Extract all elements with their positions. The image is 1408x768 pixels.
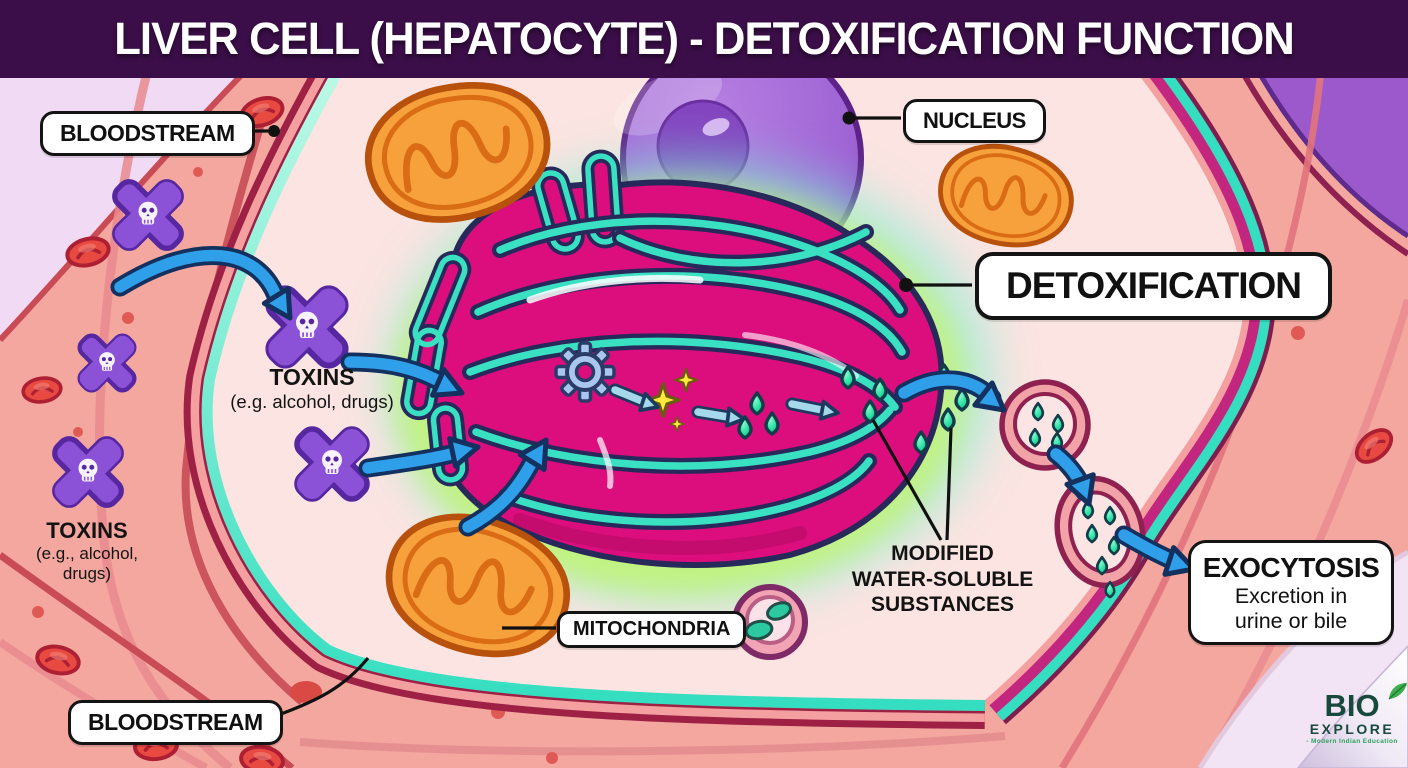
label-bloodstream-top: BLOODSTREAM — [40, 111, 255, 156]
label-mitochondria: MITOCHONDRIA — [557, 611, 747, 648]
logo-wordmark: BIO — [1324, 683, 1407, 721]
logo-subtitle: EXPLORE — [1309, 721, 1395, 737]
label-bloodstream-bottom: BLOODSTREAM — [68, 700, 283, 745]
flow-arrows — [110, 246, 1198, 582]
brand-logo: BIO EXPLORE - Modern Indian Education — [1298, 683, 1407, 746]
exocytosis-title: EXOCYTOSIS — [1202, 552, 1380, 583]
gear-icon — [554, 341, 616, 403]
label-toxins-cell: TOXINS (e.g. alcohol, drugs) — [230, 364, 394, 413]
background-top-right — [1233, 58, 1408, 257]
process-arrows — [608, 383, 842, 430]
label-modified-substances: MODIFIED WATER-SOLUBLE SUBSTANCES — [851, 542, 1034, 617]
sparkle-icon — [645, 367, 699, 432]
logo-tagline: - Modern Indian Education — [1306, 738, 1398, 746]
label-pointers — [239, 111, 972, 722]
title-bar: LIVER CELL (HEPATOCYTE) - DETOXIFICATION… — [0, 0, 1408, 78]
er-cisternae — [462, 213, 910, 530]
label-detoxification: DETOXIFICATION — [975, 252, 1333, 320]
exocytosis-sub-1: Excretion in — [1234, 584, 1348, 608]
label-toxins-blood: TOXINS (e.g., alcohol, drugs) — [35, 518, 139, 583]
page-title: LIVER CELL (HEPATOCYTE) - DETOXIFICATION… — [114, 13, 1295, 64]
vesicle-bottom-center — [732, 584, 808, 660]
transport-vesicle — [999, 379, 1091, 471]
label-exocytosis: EXOCYTOSIS Excretion in urine or bile — [1188, 540, 1394, 646]
exocytosis-sub-2: urine or bile — [1234, 608, 1348, 633]
label-nucleus: NUCLEUS — [903, 99, 1046, 143]
